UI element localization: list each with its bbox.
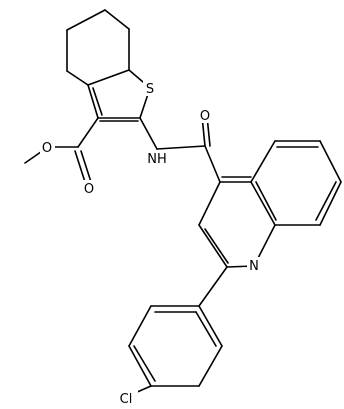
atom-label-chlorine: Cl	[114, 388, 138, 407]
svg-text:O: O	[84, 182, 94, 197]
svg-text:S: S	[146, 82, 154, 97]
svg-text:O: O	[42, 141, 52, 156]
atom-label-methoxy-oxygen: O	[40, 139, 55, 156]
atom-label-amide-nitrogen: NH	[144, 150, 170, 167]
atom-label-amide-oxygen: O	[198, 107, 213, 124]
svg-text:NH: NH	[147, 152, 167, 167]
thiophene-ring	[87, 69, 151, 122]
svg-text:N: N	[249, 259, 259, 274]
quinoline-benzo-ring	[250, 140, 342, 226]
methyl-ester-group	[24, 117, 99, 183]
chlorophenyl-ring	[127, 266, 228, 397]
svg-text:Cl: Cl	[120, 392, 133, 407]
quinoline-pyridine-ring	[198, 176, 276, 268]
atom-label-quinoline-nitrogen: N	[247, 257, 262, 274]
atom-label-ester-carbonyl-oxygen: O	[82, 180, 97, 197]
svg-text:O: O	[200, 109, 210, 124]
cyclohexane-ring	[66, 9, 130, 86]
amide-linker	[139, 115, 221, 183]
atom-label-sulfur: S	[143, 80, 158, 97]
